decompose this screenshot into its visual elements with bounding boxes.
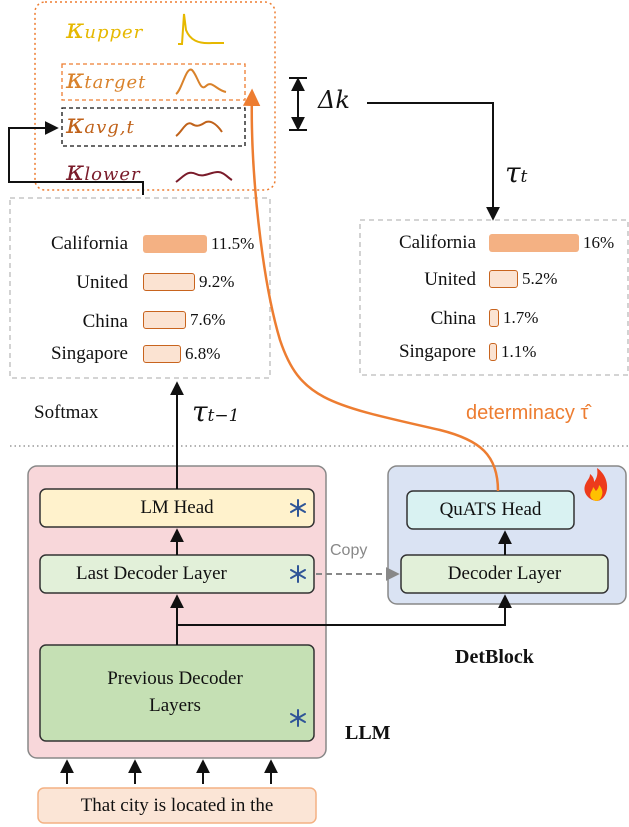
tau-prev-label: τt−1 bbox=[192, 395, 240, 428]
left-dist-bar bbox=[143, 273, 195, 291]
det-decoder-label: Decoder Layer bbox=[447, 563, 562, 584]
right-dist-label-1: United bbox=[424, 269, 476, 290]
copy-label: Copy bbox=[330, 542, 368, 559]
left-dist-label-0: California bbox=[50, 233, 128, 254]
kappa-lower-curve bbox=[175, 170, 233, 183]
left-dist-panel bbox=[9, 197, 271, 379]
lm-head-label: LM Head bbox=[140, 497, 214, 518]
arrow-left-dist-to-kappa bbox=[8, 121, 144, 195]
quats-head-label: QuATS Head bbox=[439, 499, 542, 520]
right-dist-label-0: California bbox=[398, 232, 476, 253]
kappa-avg-label: κavg,t bbox=[66, 107, 135, 140]
kappa-upper-label: κupper bbox=[66, 12, 144, 45]
right-dist-value: 5.2% bbox=[522, 269, 558, 288]
right-dist-bar bbox=[489, 343, 497, 361]
snowflake-icon bbox=[290, 565, 306, 583]
llm-title: LLM bbox=[345, 722, 391, 744]
input-box bbox=[37, 787, 317, 824]
arrow-delta-to-right-dist bbox=[367, 102, 500, 221]
right-dist-bar bbox=[489, 234, 579, 252]
right-dist-label-2: China bbox=[430, 308, 476, 329]
left-dist-label-3: Singapore bbox=[50, 343, 128, 364]
left-dist-label-1: United bbox=[76, 272, 128, 293]
last-decoder-label: Last Decoder Layer bbox=[76, 563, 227, 584]
fire-icon bbox=[584, 468, 608, 501]
left-dist-value: 6.8% bbox=[185, 344, 221, 363]
right-dist-value: 1.1% bbox=[501, 342, 537, 361]
left-dist-value: 11.5% bbox=[211, 234, 255, 253]
delta-k-label: Δk bbox=[318, 86, 350, 114]
right-dist-value: 16% bbox=[583, 233, 615, 252]
arrow-branch-to-detblock bbox=[177, 594, 512, 626]
right-dist-value: 1.7% bbox=[503, 308, 539, 327]
right-dist-bar bbox=[489, 270, 518, 288]
determinacy-curve bbox=[242, 88, 500, 492]
tau-t-label: τt bbox=[505, 156, 528, 189]
left-dist-bar bbox=[143, 235, 207, 253]
kappa-target-label: κtarget bbox=[66, 62, 147, 95]
kappa-target-box bbox=[61, 63, 246, 101]
quats-head-box bbox=[406, 490, 575, 530]
kappa-lower-label: κlower bbox=[66, 154, 141, 187]
kappa-panel bbox=[34, 1, 276, 191]
snowflake-icon bbox=[290, 499, 306, 517]
previous-decoder-label: Previous Decoder Layers bbox=[107, 668, 243, 716]
right-dist-bar bbox=[489, 309, 499, 327]
right-dist-label-3: Singapore bbox=[398, 341, 476, 362]
kappa-avg-box bbox=[61, 107, 246, 147]
left-dist-value: 7.6% bbox=[190, 310, 226, 329]
snowflake-icon bbox=[290, 709, 306, 727]
kappa-target-curve bbox=[175, 68, 227, 95]
left-dist-bar bbox=[143, 345, 181, 363]
left-dist-label-2: China bbox=[82, 311, 128, 332]
right-dist-panel bbox=[359, 219, 629, 376]
softmax-label: Softmax bbox=[34, 402, 99, 423]
determinacy-label: determinacy τ̂ bbox=[466, 402, 589, 424]
detblock-title: DetBlock bbox=[455, 646, 534, 668]
input-text: That city is located in the bbox=[80, 794, 274, 816]
kappa-avg-curve bbox=[175, 120, 223, 137]
left-dist-bar bbox=[143, 311, 186, 329]
kappa-upper-curve bbox=[178, 13, 224, 45]
left-dist-value: 9.2% bbox=[199, 272, 235, 291]
